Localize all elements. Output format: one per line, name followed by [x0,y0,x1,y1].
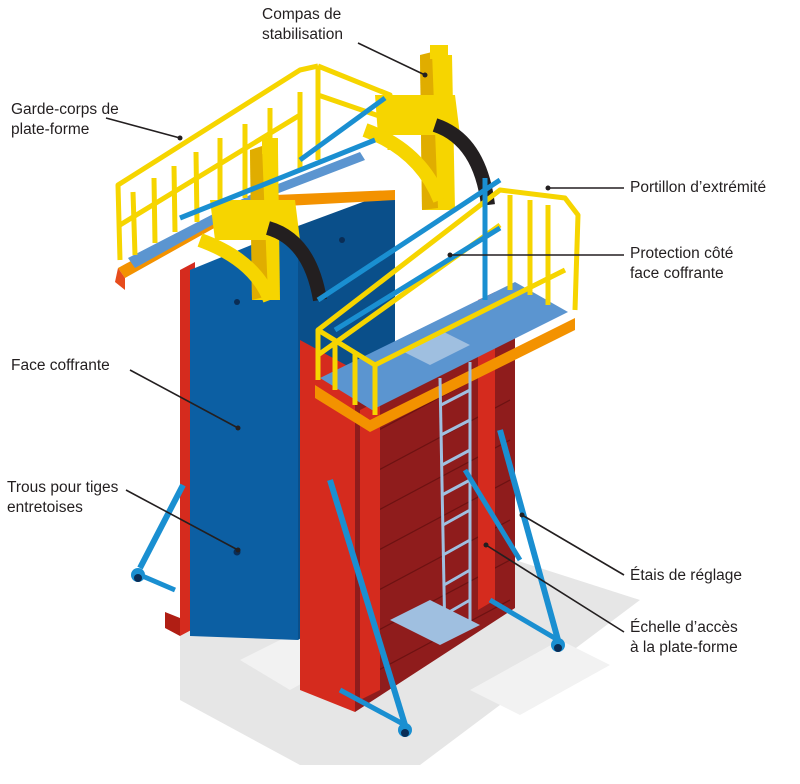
right-adjustment-props [327,429,565,737]
leader-lines [105,42,625,633]
label-portillon: Portillon d’extrémité [630,179,767,196]
label-echelle: Échelle d’accès à la plate-forme [630,619,738,656]
label-trous: Trous pour tiges entretoises [7,479,119,516]
label-compas-stabilisation: Compas de stabilisation [262,6,343,43]
label-garde-corps: Garde-corps de plate-forme [11,101,119,138]
ladder-landing [390,600,480,645]
label-protection: Protection côté face coffrante [630,245,734,282]
right-guardrail [315,187,581,415]
left-adjustment-prop [131,483,186,593]
protection-rails [179,95,502,333]
label-etais: Étais de réglage [630,567,743,584]
tie-rod-hole [339,237,345,243]
stabilisation-compass-right [362,45,495,210]
tie-rod-hole [234,299,240,305]
label-face-coffrante: Face coffrante [11,357,110,374]
right-module [179,95,581,737]
access-ladder [438,362,472,641]
face-coffrante-panel [190,226,298,640]
